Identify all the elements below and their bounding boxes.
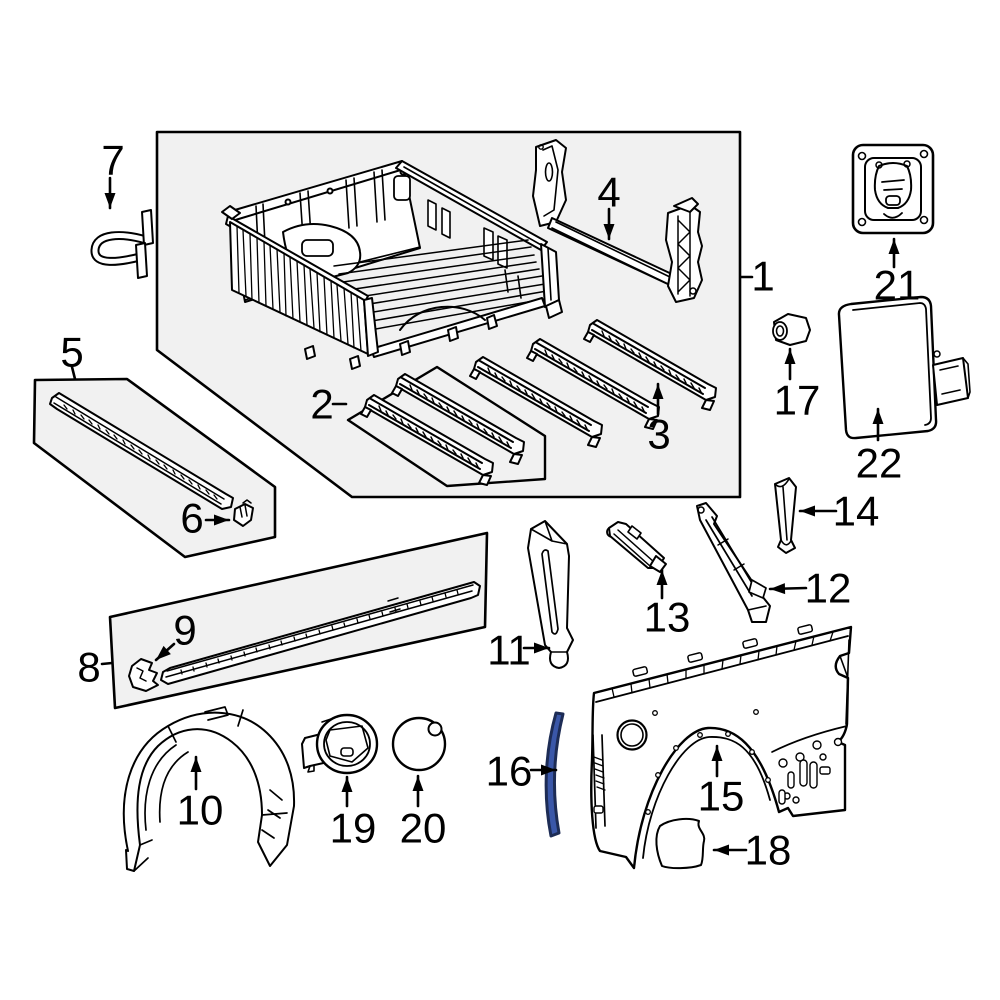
callout-arrowhead-7 xyxy=(104,193,116,208)
callout-number-10[interactable]: 10 xyxy=(177,787,224,834)
callout-number-5[interactable]: 5 xyxy=(60,329,83,376)
callout-number-14[interactable]: 14 xyxy=(833,488,880,535)
part-21-fuel-door-housing-drawing xyxy=(851,143,935,235)
part-5-bed-rail-drawing xyxy=(49,392,234,510)
part-15-bedside-panel-drawing xyxy=(590,624,853,870)
callout-arrowhead-15 xyxy=(711,746,723,761)
part-2-group-box xyxy=(346,365,547,488)
callout-number-21[interactable]: 21 xyxy=(874,262,921,309)
part-18-splash-shield-drawing xyxy=(655,817,706,870)
part-22-fuel-door-drawing xyxy=(837,295,971,440)
part-12-pillar-drawing xyxy=(696,502,771,623)
callout-number-4[interactable]: 4 xyxy=(597,169,620,216)
callout-arrowhead-11 xyxy=(534,642,549,654)
callout-number-22[interactable]: 22 xyxy=(856,440,903,487)
callout-number-16[interactable]: 16 xyxy=(486,748,533,795)
callout-arrowhead-12 xyxy=(770,583,786,595)
callout-leader-5 xyxy=(70,365,77,381)
callout-arrowhead-10 xyxy=(190,757,202,772)
callout-arrowhead-17 xyxy=(784,349,796,364)
part-10-wheelhouse-liner-drawing xyxy=(122,706,296,872)
callout-number-20[interactable]: 20 xyxy=(400,805,447,852)
callout-number-2[interactable]: 2 xyxy=(310,381,333,428)
callout-arrowhead-13 xyxy=(656,570,668,585)
part-8-bed-rail-drawing xyxy=(160,581,481,685)
callout-arrowhead-4 xyxy=(603,224,615,239)
callout-number-9[interactable]: 9 xyxy=(173,607,196,654)
callout-arrowhead-19 xyxy=(341,777,353,792)
part-11-pillar-drawing xyxy=(527,520,574,669)
part-14-sleeve-drawing xyxy=(774,477,797,554)
callout-arrowhead-16 xyxy=(541,764,556,776)
part-4-front-panel-frame-drawing xyxy=(532,139,703,303)
callout-number-6[interactable]: 6 xyxy=(180,495,203,542)
callout-number-11[interactable]: 11 xyxy=(487,627,531,674)
callout-arrowhead-14 xyxy=(800,505,815,517)
part-13-bracket-drawing xyxy=(606,521,667,573)
callout-leader-8 xyxy=(100,661,114,666)
callout-number-1[interactable]: 1 xyxy=(751,253,774,300)
part-20-grommet-drawing xyxy=(391,716,447,772)
callout-number-3[interactable]: 3 xyxy=(647,411,670,458)
callout-number-18[interactable]: 18 xyxy=(745,827,792,874)
callout-number-15[interactable]: 15 xyxy=(698,773,745,820)
part-19-fuel-pocket-drawing xyxy=(301,713,379,775)
callout-arrowhead-3 xyxy=(652,384,664,399)
callout-arrowhead-22 xyxy=(872,409,884,424)
part-1-truck-bed-drawing xyxy=(221,160,563,370)
callout-number-8[interactable]: 8 xyxy=(77,644,100,691)
callout-number-12[interactable]: 12 xyxy=(805,565,852,612)
part-17-grommet-drawing xyxy=(772,313,811,346)
part-16-highlight-strip xyxy=(544,711,565,838)
callout-arrowhead-21 xyxy=(888,239,900,254)
callout-arrowhead-6 xyxy=(214,514,229,526)
part-7-hook-bracket-drawing xyxy=(90,209,154,279)
part-16-strip-shape xyxy=(544,711,565,838)
callout-number-7[interactable]: 7 xyxy=(101,137,124,184)
part-9-clip-drawing xyxy=(128,658,159,692)
part-6-clip-drawing xyxy=(233,499,254,527)
callout-number-17[interactable]: 17 xyxy=(774,377,821,424)
callout-number-13[interactable]: 13 xyxy=(644,594,691,641)
callout-arrowhead-9 xyxy=(156,645,171,660)
callout-number-19[interactable]: 19 xyxy=(330,805,377,852)
callout-arrowhead-18 xyxy=(714,844,729,856)
callout-arrowhead-20 xyxy=(412,776,424,791)
